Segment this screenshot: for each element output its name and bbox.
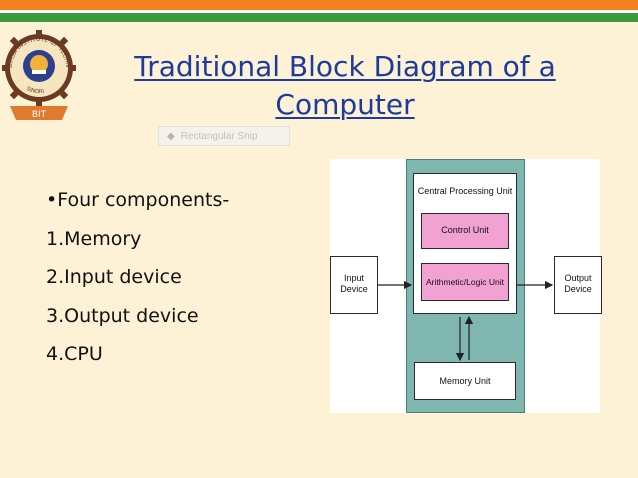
memory-unit-label: Memory Unit	[439, 376, 491, 386]
block-diagram: Central Processing Unit Control Unit Ari…	[330, 159, 602, 413]
list-item: •Four components-	[46, 189, 230, 211]
control-unit-label: Control Unit	[441, 225, 489, 235]
list-item: 2.Input device	[46, 266, 182, 288]
snip-label: Rectangular Snip	[180, 131, 258, 142]
output-device-box	[554, 256, 602, 314]
diagram-arrows	[378, 280, 554, 362]
output-device-label-line2: Device	[564, 284, 592, 294]
list-item: 1.Memory	[46, 227, 142, 250]
slide-title-line1: Traditional Block Diagram of a	[134, 50, 556, 83]
flag-stripe-green	[0, 13, 638, 22]
input-device-label-line1: Input	[343, 273, 365, 283]
rectangular-snip-button[interactable]: ◆ Rectangular Snip	[158, 126, 290, 146]
cpu-title: Central Processing Unit	[417, 186, 513, 196]
snip-icon: ◆	[167, 131, 175, 142]
input-device-label: Input Device	[330, 273, 378, 295]
logo-city-text: SINDRI	[25, 86, 45, 95]
flag-stripe-white	[0, 10, 638, 13]
logo-badge-text: BIT	[32, 110, 47, 120]
components-list: •Four components- 1.Memory 2.Input devic…	[46, 185, 229, 378]
slide-title-line2: Computer	[275, 88, 415, 121]
logo-book-icon	[32, 70, 46, 74]
alu-label: Arithmetic/Logic Unit	[426, 277, 504, 287]
control-unit-box	[421, 213, 509, 249]
institute-logo: BIRSA INSTITUTE OF TECHNOLOGY SINDRI BIT	[2, 26, 76, 120]
flag-stripe-saffron	[0, 0, 638, 10]
memory-unit-box	[414, 362, 516, 400]
input-device-box	[330, 256, 378, 314]
output-device-label-line1: Output	[564, 273, 592, 283]
logo-gear-teeth	[2, 30, 76, 106]
list-item: 3.Output device	[46, 304, 199, 327]
alu-box	[421, 263, 509, 301]
logo-banner	[10, 106, 68, 120]
input-device-label-line2: Device	[340, 284, 368, 294]
output-device-label: Output Device	[554, 273, 602, 295]
list-item: 4.CPU	[46, 343, 103, 365]
slide-title: Traditional Block Diagram of a Computer	[80, 48, 610, 124]
logo-sun-icon	[30, 55, 48, 73]
